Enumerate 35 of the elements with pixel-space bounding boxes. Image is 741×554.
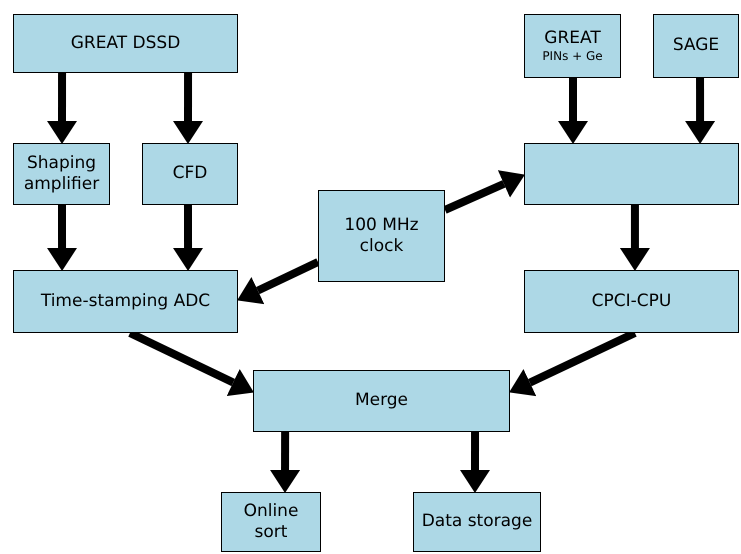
process-box: [524, 14, 621, 78]
box-label: CFD: [172, 163, 208, 185]
box-label: 100 MHz clock: [343, 214, 420, 258]
process-box: [142, 143, 238, 205]
box-label: CPCI-CPU: [590, 290, 672, 312]
process-box: [13, 270, 238, 333]
box-label: GREAT DSSD: [70, 32, 182, 54]
box-label: Data storage: [420, 511, 534, 533]
arrow: [443, 170, 525, 214]
process-box: [524, 143, 739, 205]
arrow: [685, 78, 716, 144]
process-box: [413, 492, 541, 552]
arrow: [237, 258, 320, 304]
process-box: [13, 143, 110, 205]
process-box: [253, 370, 510, 432]
box-label: GREAT: [543, 28, 602, 50]
box-label: Time-stamping ADC: [40, 290, 212, 312]
arrow: [620, 205, 650, 271]
arrow: [173, 73, 203, 144]
process-box: [653, 14, 739, 78]
arrow: [460, 432, 490, 493]
box-label: Merge: [354, 390, 410, 412]
box-label: Shaping amplifier: [22, 152, 100, 196]
arrow: [558, 78, 588, 144]
box-label: SAGE: [672, 35, 720, 57]
process-box: [318, 190, 445, 282]
arrow: [270, 432, 300, 493]
process-box: [524, 270, 739, 333]
box-label: Online sort: [242, 500, 300, 544]
process-box: [221, 492, 321, 552]
process-box: [13, 14, 238, 73]
arrow: [47, 205, 78, 271]
arrow: [47, 73, 77, 144]
arrow: [173, 205, 204, 271]
box-label: PINs + Ge: [541, 49, 604, 64]
